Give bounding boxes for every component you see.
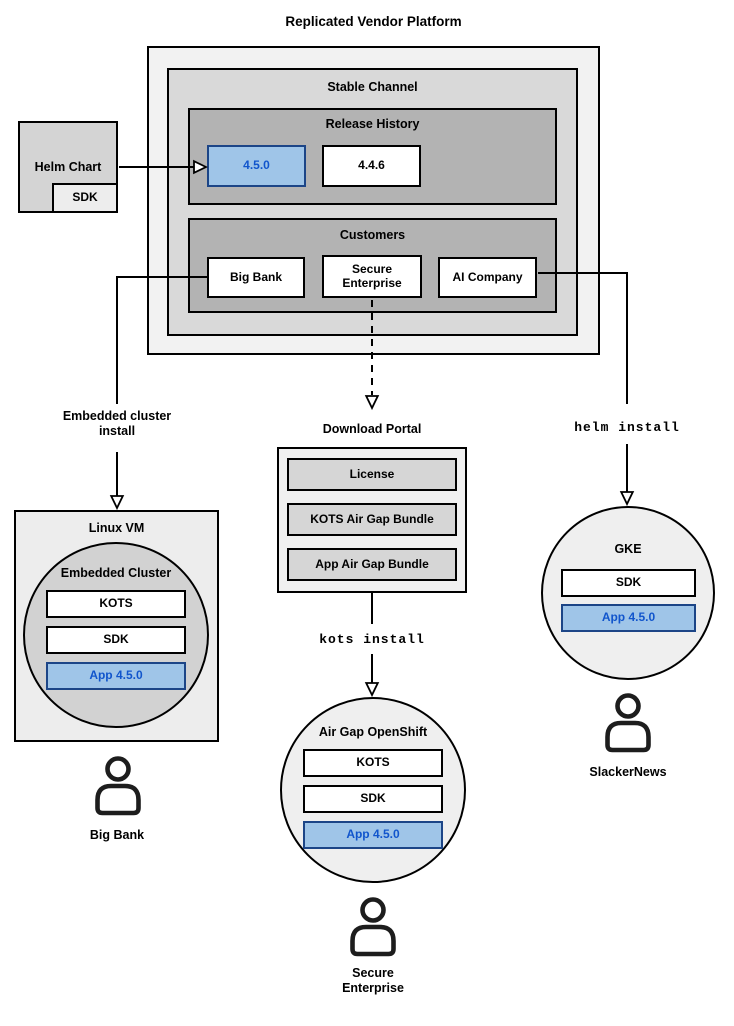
- big-bank-user-icon: [95, 756, 141, 816]
- arrowhead-openshift: [364, 682, 380, 698]
- helm-chart-sdk-box: SDK: [52, 183, 118, 213]
- customers-label: Customers: [339, 228, 406, 242]
- ec-sdk-box: SDK: [46, 626, 186, 654]
- embedded-cluster-install-label: Embedded cluster install: [62, 409, 172, 438]
- slackernews-persona-label: SlackerNews: [589, 765, 667, 779]
- release-4-5-0: 4.5.0: [207, 145, 306, 187]
- gke-sdk-box: SDK: [561, 569, 696, 597]
- download-portal-label: Download Portal: [322, 422, 422, 436]
- os-kots-box: KOTS: [303, 749, 443, 777]
- embedded-cluster-label: Embedded Cluster: [60, 566, 172, 580]
- gke-app-box: App 4.5.0: [561, 604, 696, 632]
- portal-item-license: License: [287, 458, 457, 491]
- diagram-title: Replicated Vendor Platform: [285, 14, 462, 29]
- linux-vm-label: Linux VM: [88, 521, 145, 535]
- portal-item-app-airgap-bundle: App Air Gap Bundle: [287, 548, 457, 581]
- release-history-label: Release History: [325, 117, 420, 131]
- secure-enterprise-persona-label: Secure Enterprise: [342, 966, 404, 995]
- portal-item-kots-airgap-bundle: KOTS Air Gap Bundle: [287, 503, 457, 536]
- helm-install-label: helm install: [574, 420, 680, 435]
- slackernews-user-icon: [605, 693, 651, 753]
- ec-app-box: App 4.5.0: [46, 662, 186, 690]
- customer-big-bank: Big Bank: [207, 257, 305, 298]
- release-4-4-6: 4.4.6: [322, 145, 421, 187]
- customer-secure-enterprise: Secure Enterprise: [322, 255, 422, 298]
- helm-chart-label: Helm Chart: [34, 160, 102, 174]
- gke-label: GKE: [614, 542, 642, 556]
- big-bank-persona-label: Big Bank: [89, 828, 145, 842]
- arrowhead-gke: [619, 491, 635, 507]
- arrowhead-download-portal: [364, 395, 380, 411]
- ec-kots-box: KOTS: [46, 590, 186, 618]
- stable-channel-label: Stable Channel: [327, 80, 418, 94]
- os-sdk-box: SDK: [303, 785, 443, 813]
- airgap-openshift-label: Air Gap OpenShift: [318, 725, 428, 739]
- os-app-box: App 4.5.0: [303, 821, 443, 849]
- secure-enterprise-user-icon: [350, 897, 396, 957]
- kots-install-label: kots install: [319, 632, 425, 647]
- customer-ai-company: AI Company: [438, 257, 537, 298]
- arrowhead-linux-vm: [109, 495, 125, 511]
